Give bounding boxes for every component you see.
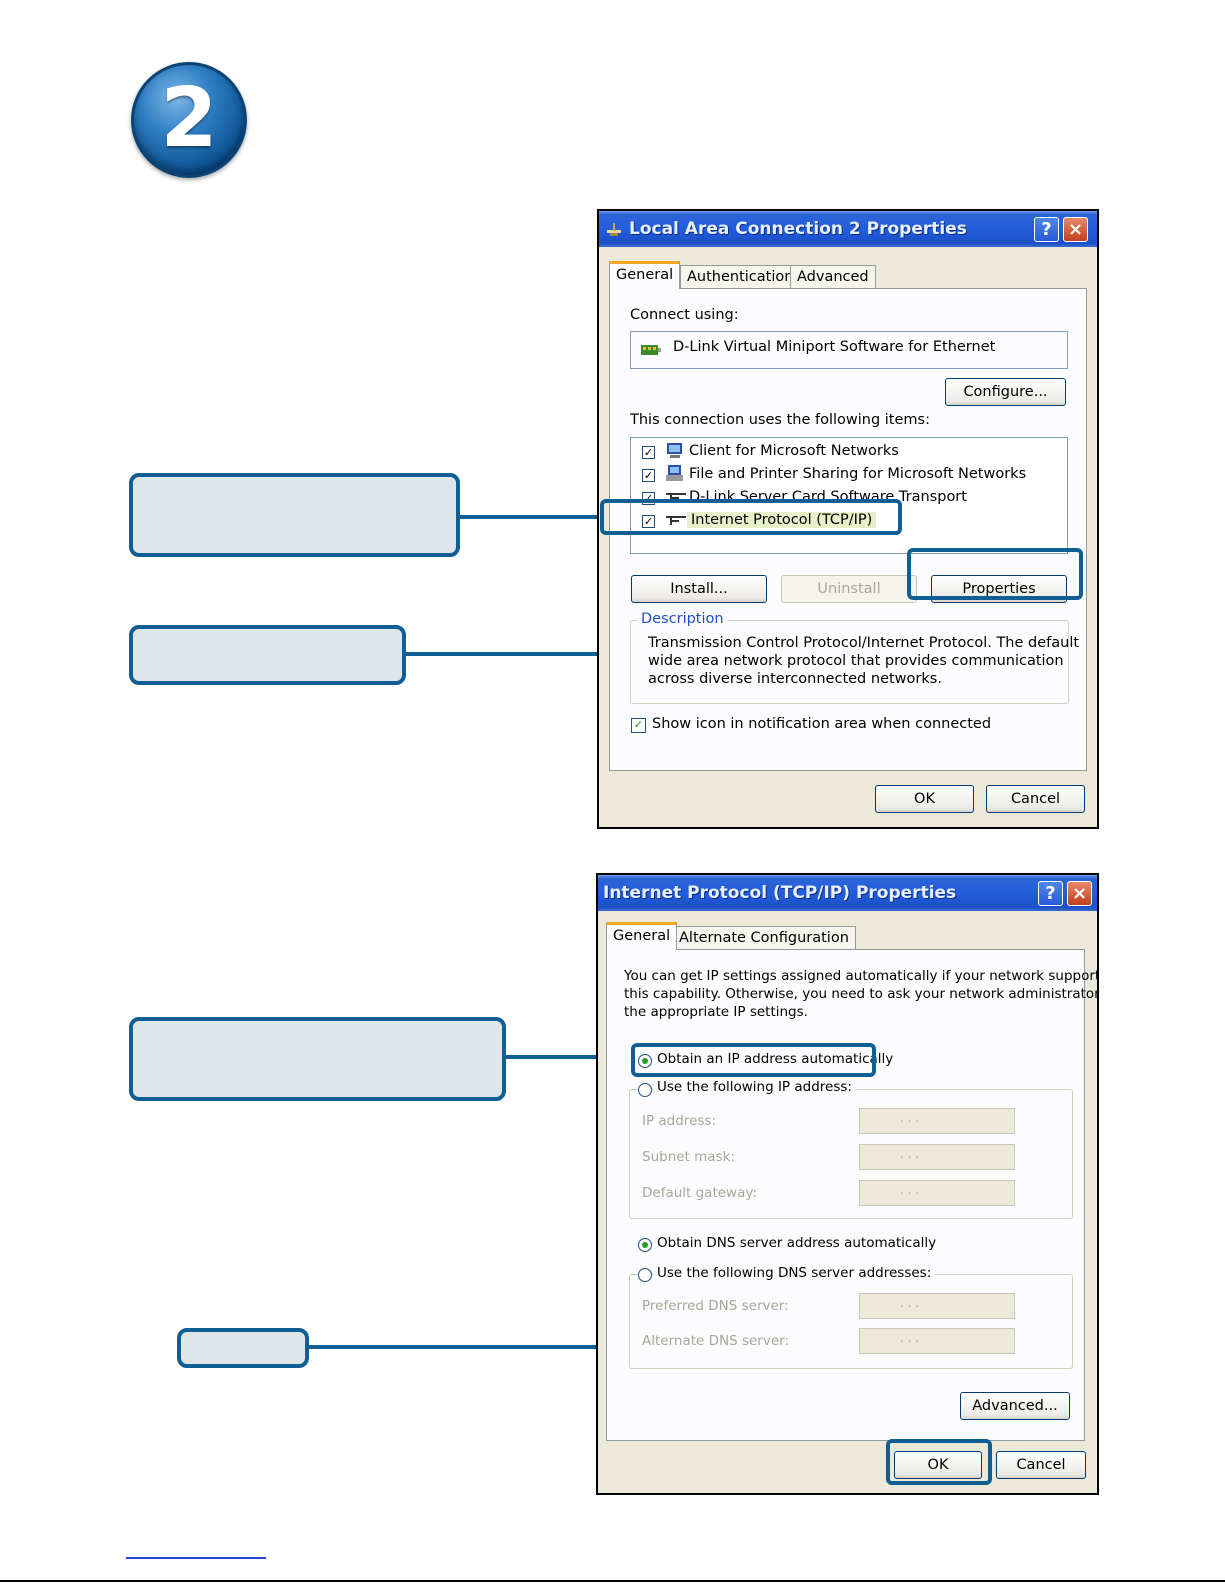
- alternate-dns-label: Alternate DNS server:: [642, 1333, 790, 1349]
- general-tab-panel: Connect using: D-Link Virtual Miniport S…: [609, 288, 1087, 771]
- local-area-connection-properties-dialog: Local Area Connection 2 Properties ? × G…: [597, 209, 1099, 829]
- cancel-button[interactable]: Cancel: [996, 1451, 1086, 1479]
- use-dns-label: Use the following DNS server addresses:: [654, 1265, 935, 1281]
- step-number-badge: 2: [131, 62, 247, 178]
- obtain-dns-radio[interactable]: [638, 1238, 652, 1252]
- item-label: Client for Microsoft Networks: [689, 443, 899, 459]
- install-button[interactable]: Install...: [631, 575, 767, 603]
- dialog-title: Internet Protocol (TCP/IP) Properties: [603, 883, 957, 903]
- adapter-name: D-Link Virtual Miniport Software for Eth…: [673, 339, 996, 355]
- printer-sharing-icon: [665, 465, 685, 483]
- connector-line: [460, 515, 604, 519]
- close-button[interactable]: ×: [1063, 217, 1088, 242]
- help-button[interactable]: ?: [1038, 881, 1063, 906]
- preferred-dns-field: . . .: [859, 1293, 1015, 1319]
- network-connection-icon: [605, 221, 623, 237]
- highlight-ok-button: [886, 1439, 992, 1485]
- protocol-icon: [665, 513, 687, 527]
- default-gateway-field: . . .: [859, 1180, 1015, 1206]
- ip-address-field: . . .: [859, 1108, 1015, 1134]
- close-button[interactable]: ×: [1067, 881, 1092, 906]
- footer-rule: [0, 1580, 1225, 1582]
- ok-button[interactable]: OK: [875, 785, 974, 813]
- callout-select-tcpip: [129, 473, 460, 557]
- obtain-ip-label: Obtain an IP address automatically: [657, 1051, 894, 1067]
- description-group: [630, 620, 1069, 704]
- description-legend: Description: [638, 611, 727, 627]
- description-line: Transmission Control Protocol/Internet P…: [648, 635, 1080, 651]
- highlight-tcpip-item: [600, 499, 902, 535]
- intro-line: this capability. Otherwise, you need to …: [624, 986, 1099, 1002]
- description-line: across diverse interconnected networks.: [648, 671, 942, 687]
- tab-alternate-configuration[interactable]: Alternate Configuration: [672, 926, 856, 950]
- ok-button[interactable]: OK: [894, 1451, 982, 1479]
- static-dns-group: [629, 1274, 1073, 1369]
- connector-line: [506, 1055, 634, 1059]
- title-bar: Internet Protocol (TCP/IP) Properties ? …: [598, 875, 1097, 911]
- item-checkbox[interactable]: ✓: [642, 515, 655, 528]
- tab-general[interactable]: General: [606, 922, 678, 950]
- items-list[interactable]: ✓ Client for Microsoft Networks ✓ File a…: [630, 437, 1068, 554]
- show-icon-label: Show icon in notification area when conn…: [652, 716, 992, 732]
- network-adapter-icon: [641, 342, 661, 358]
- dialog-title: Local Area Connection 2 Properties: [629, 219, 967, 239]
- default-gateway-label: Default gateway:: [642, 1185, 757, 1201]
- network-client-icon: [665, 442, 685, 460]
- ip-dots: . . .: [900, 1147, 920, 1161]
- item-label: Internet Protocol (TCP/IP): [687, 512, 877, 528]
- subnet-mask-label: Subnet mask:: [642, 1149, 735, 1165]
- title-bar: Local Area Connection 2 Properties ? ×: [599, 211, 1097, 247]
- subnet-mask-field: . . .: [859, 1144, 1015, 1170]
- items-label: This connection uses the following items…: [630, 412, 930, 428]
- intro-line: You can get IP settings assigned automat…: [624, 968, 1099, 984]
- callout-click-ok: [177, 1328, 309, 1368]
- callout-obtain-ip: [129, 1017, 506, 1101]
- preferred-dns-label: Preferred DNS server:: [642, 1298, 789, 1314]
- use-dns-radio[interactable]: [638, 1268, 652, 1282]
- footer-link-underline: [126, 1557, 266, 1559]
- obtain-ip-radio[interactable]: [638, 1054, 652, 1068]
- highlight-obtain-ip: [631, 1043, 876, 1077]
- tcpip-properties-dialog: Internet Protocol (TCP/IP) Properties ? …: [596, 873, 1099, 1495]
- general-tab-panel: You can get IP settings assigned automat…: [606, 949, 1097, 1441]
- alternate-dns-field: . . .: [859, 1328, 1015, 1354]
- adapter-field: D-Link Virtual Miniport Software for Eth…: [630, 331, 1068, 369]
- connect-using-label: Connect using:: [630, 307, 739, 323]
- use-ip-radio[interactable]: [638, 1083, 652, 1097]
- ip-address-label: IP address:: [642, 1113, 716, 1129]
- ip-dots: . . .: [900, 1183, 920, 1197]
- item-label: File and Printer Sharing for Microsoft N…: [689, 466, 1027, 482]
- uninstall-button: Uninstall: [781, 575, 917, 603]
- tab-authentication[interactable]: Authentication: [680, 265, 801, 289]
- show-icon-checkbox[interactable]: ✓: [631, 718, 646, 733]
- use-ip-label: Use the following IP address:: [654, 1079, 855, 1095]
- ip-dots: . . .: [900, 1331, 920, 1345]
- intro-line: the appropriate IP settings.: [624, 1004, 808, 1020]
- ip-dots: . . .: [900, 1111, 920, 1125]
- tab-advanced[interactable]: Advanced: [790, 265, 876, 289]
- highlight-properties-button: [907, 548, 1083, 600]
- item-checkbox[interactable]: ✓: [642, 446, 655, 459]
- item-checkbox[interactable]: ✓: [642, 469, 655, 482]
- tab-general[interactable]: General: [609, 261, 681, 289]
- description-line: wide area network protocol that provides…: [648, 653, 1064, 669]
- ip-dots: . . .: [900, 1296, 920, 1310]
- callout-click-properties: [129, 625, 406, 685]
- obtain-dns-label: Obtain DNS server address automatically: [657, 1235, 937, 1251]
- configure-button[interactable]: Configure...: [945, 378, 1066, 406]
- advanced-button[interactable]: Advanced...: [960, 1392, 1070, 1420]
- step-number: 2: [160, 71, 218, 166]
- help-button[interactable]: ?: [1034, 217, 1059, 242]
- cancel-button[interactable]: Cancel: [986, 785, 1085, 813]
